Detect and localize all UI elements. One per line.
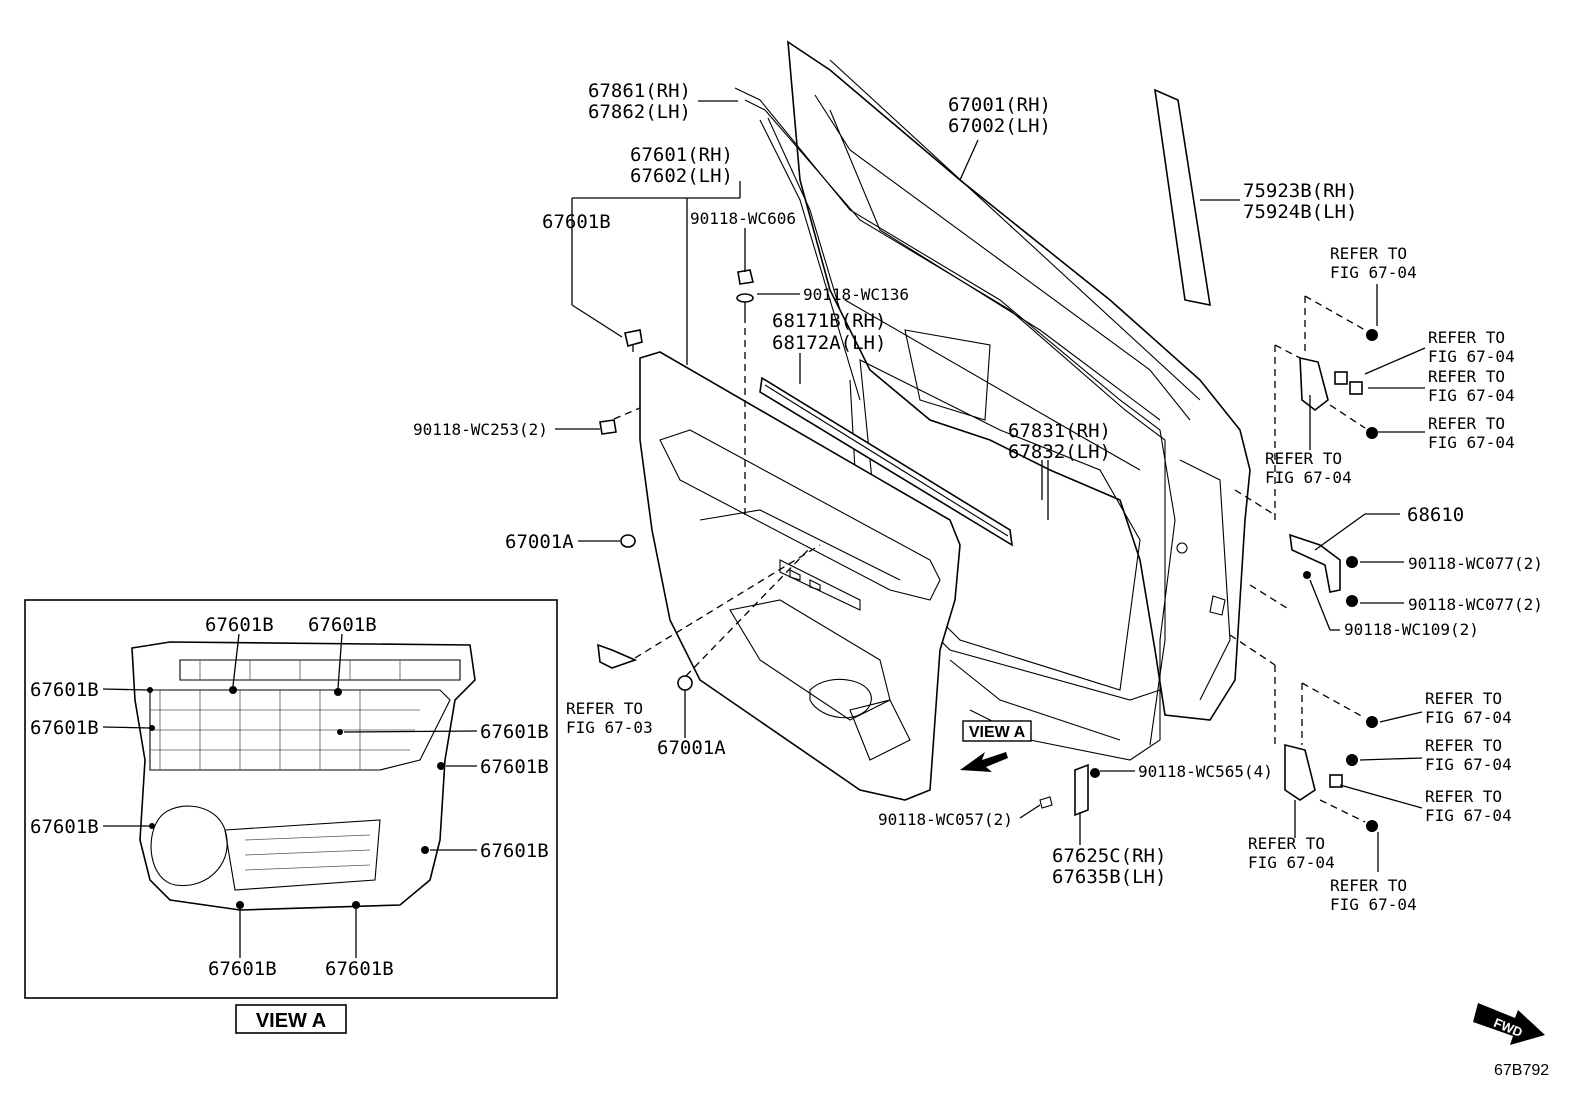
fastener-90118-WC253 <box>599 419 617 435</box>
clip-90118-WC606 <box>737 269 754 285</box>
label-67001A-b: 67001A <box>657 737 726 759</box>
upper-hinge <box>1299 329 1378 439</box>
bracket-fig-67-03 <box>597 643 638 669</box>
plug-67001A-a <box>620 534 636 548</box>
door-shell-67001 <box>787 40 1251 741</box>
label-67862: 67862(LH) <box>588 101 691 123</box>
view-a-indicator-label: VIEW A <box>969 724 1026 741</box>
label-68610: 68610 <box>1407 504 1464 526</box>
label-90118-WC109: 90118-WC109(2) <box>1344 620 1479 639</box>
inset-label-left-1: 67601B <box>30 679 99 701</box>
label-refer-to-hinge-4: REFER TO <box>1428 414 1505 433</box>
label-fig-67-04-hinge-1: FIG 67-04 <box>1330 263 1417 282</box>
label-67861: 67861(RH) <box>588 80 691 102</box>
label-refer-to-hinge-7: REFER TO <box>1425 736 1502 755</box>
label-67601: 67601(RH) <box>630 144 733 166</box>
label-fig-67-03: FIG 67-03 <box>566 718 653 737</box>
label-fig-67-04-hinge-9: FIG 67-04 <box>1248 853 1335 872</box>
part-labels: 67861(RH) 67862(LH) 67601(RH) 67602(LH) … <box>413 80 1543 914</box>
label-refer-to-hinge-6: REFER TO <box>1425 689 1502 708</box>
inset-label-bottom-1: 67601B <box>208 958 277 980</box>
fastener-67601B-main <box>624 329 643 352</box>
label-67602: 67602(LH) <box>630 165 733 187</box>
label-refer-to-hinge-1: REFER TO <box>1330 244 1407 263</box>
label-fig-67-04-hinge-4: FIG 67-04 <box>1428 433 1515 452</box>
label-90118-WC136: 90118-WC136 <box>803 285 909 304</box>
inset-label-right-3: 67601B <box>480 840 549 862</box>
label-fig-67-04-hinge-3: FIG 67-04 <box>1428 386 1515 405</box>
label-67001A-a: 67001A <box>505 531 574 553</box>
label-67601B: 67601B <box>542 211 611 233</box>
label-75923B: 75923B(RH) <box>1243 180 1357 202</box>
label-67625C: 67625C(RH) <box>1052 845 1166 867</box>
label-68172A: 68172A(LH) <box>772 332 886 354</box>
moulding-75923B <box>1154 88 1211 307</box>
door-check-68610 <box>1289 533 1358 607</box>
label-67635B: 67635B(LH) <box>1052 866 1166 888</box>
label-90118-WC077-a: 90118-WC077(2) <box>1408 554 1543 573</box>
inset-label-right-2: 67601B <box>480 756 549 778</box>
assembly-lines <box>613 295 1366 823</box>
label-fig-67-04-hinge-7: FIG 67-04 <box>1425 755 1512 774</box>
label-refer-to-hinge-10: REFER TO <box>1330 876 1407 895</box>
view-a-inset: 67601B 67601B 67601B 67601B 67601B 67601… <box>24 599 558 999</box>
label-fig-67-04-hinge-10: FIG 67-04 <box>1330 895 1417 914</box>
bracket-67625C <box>1039 763 1100 817</box>
label-refer-to-hinge-5: REFER TO <box>1265 449 1342 468</box>
view-a-indicator: VIEW A <box>960 720 1032 772</box>
label-90118-WC057: 90118-WC057(2) <box>878 810 1013 829</box>
label-75924B: 75924B(LH) <box>1243 201 1357 223</box>
screw-90118-WC136 <box>736 293 754 316</box>
view-a-caption: VIEW A <box>235 1004 347 1034</box>
label-fig-67-04-hinge-5: FIG 67-04 <box>1265 468 1352 487</box>
diagram-id: 67B792 <box>1494 1062 1549 1079</box>
label-90118-WC606: 90118-WC606 <box>690 209 796 228</box>
fwd-arrow-icon: FWD <box>1473 1003 1545 1045</box>
inset-label-left-3: 67601B <box>30 816 99 838</box>
label-refer-to-hinge-2: REFER TO <box>1428 328 1505 347</box>
view-a-caption-label: VIEW A <box>256 1010 326 1032</box>
door-trim-panel-67601 <box>639 351 961 801</box>
label-fig-67-04-hinge-6: FIG 67-04 <box>1425 708 1512 727</box>
label-90118-WC077-b: 90118-WC077(2) <box>1408 595 1543 614</box>
label-67002: 67002(LH) <box>948 115 1051 137</box>
label-refer-to-6703: REFER TO <box>566 699 643 718</box>
inset-label-bottom-2: 67601B <box>325 958 394 980</box>
inset-label-top-2: 67601B <box>308 614 377 636</box>
weatherstrip-67861 <box>734 87 1176 761</box>
belt-moulding-68171B <box>759 376 1014 547</box>
view-a-arrow-icon <box>960 752 1008 772</box>
inset-label-top-1: 67601B <box>205 614 274 636</box>
label-fig-67-04-hinge-8: FIG 67-04 <box>1425 806 1512 825</box>
label-67001: 67001(RH) <box>948 94 1051 116</box>
label-fig-67-04-hinge-2: FIG 67-04 <box>1428 347 1515 366</box>
label-90118-WC253: 90118-WC253(2) <box>413 420 548 439</box>
label-67831: 67831(RH) <box>1008 420 1111 442</box>
label-67832: 67832(LH) <box>1008 441 1111 463</box>
label-refer-to-hinge-9: REFER TO <box>1248 834 1325 853</box>
label-refer-to-hinge-8: REFER TO <box>1425 787 1502 806</box>
plug-67001A-b <box>677 675 693 691</box>
leader-lines <box>555 100 1426 872</box>
label-68171B: 68171B(RH) <box>772 310 886 332</box>
inset-label-left-2: 67601B <box>30 717 99 739</box>
inset-label-right-1: 67601B <box>480 721 549 743</box>
label-90118-WC565: 90118-WC565(4) <box>1138 762 1273 781</box>
lower-hinge <box>1284 716 1378 832</box>
label-refer-to-hinge-3: REFER TO <box>1428 367 1505 386</box>
